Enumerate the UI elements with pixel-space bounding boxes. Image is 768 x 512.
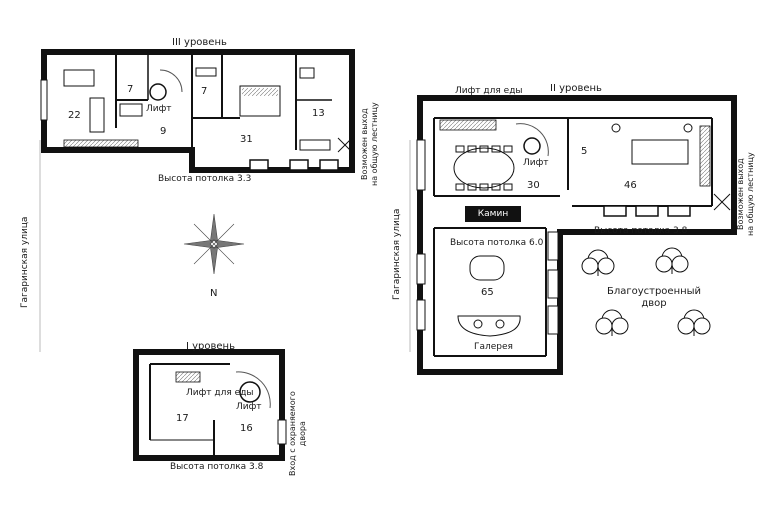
level3-ceiling-height: Высота потолка 3.3 bbox=[158, 174, 252, 184]
gallery-label: Галерея bbox=[474, 342, 513, 352]
room-area-7b: 7 bbox=[201, 86, 208, 97]
courtyard-label: Благоустроенный двор bbox=[606, 286, 702, 309]
level3-exit-note: Возможен выход на общую лестницу bbox=[360, 102, 379, 186]
room-area-17: 17 bbox=[176, 413, 189, 424]
level2-lift-label: Лифт bbox=[523, 158, 549, 168]
level2-exit-note: Возможен выход на общую лестницу bbox=[736, 152, 755, 236]
level2-title: II уровень bbox=[550, 83, 602, 94]
street-name-left: Гагаринская улица bbox=[20, 216, 30, 308]
room-area-16: 16 bbox=[240, 423, 253, 434]
fireplace-label: Камин bbox=[465, 206, 521, 222]
level1-food-lift-label: Лифт для еды bbox=[186, 388, 254, 398]
level3-title: III уровень bbox=[172, 37, 227, 48]
level1-lift-label: Лифт bbox=[236, 402, 262, 412]
level3-lift-label: Лифт bbox=[146, 104, 172, 114]
courtyard-trees bbox=[581, 247, 711, 336]
level2-ceiling-side: Высота потолка 3.8 bbox=[594, 226, 688, 236]
room-area-31: 31 bbox=[240, 134, 253, 145]
room-area-9: 9 bbox=[160, 126, 167, 137]
level3-plan bbox=[40, 49, 355, 173]
room-area-13: 13 bbox=[312, 108, 325, 119]
level2-food-lift-label: Лифт для еды bbox=[455, 86, 523, 96]
level2-plan bbox=[416, 95, 737, 375]
level1-entrance-note: Вход с охраняемого двора bbox=[288, 391, 307, 476]
level2-ceiling-main: Высота потолка 6.0 bbox=[450, 238, 544, 248]
room-area-46: 46 bbox=[624, 180, 637, 191]
level1-plan bbox=[133, 349, 287, 461]
room-area-22: 22 bbox=[68, 110, 81, 121]
street-name-mid: Гагаринская улица bbox=[392, 208, 402, 300]
room-area-7a: 7 bbox=[127, 84, 134, 95]
north-arrow bbox=[183, 213, 245, 275]
room-area-5: 5 bbox=[581, 146, 588, 157]
room-area-65: 65 bbox=[481, 287, 494, 298]
north-label: N bbox=[210, 288, 218, 299]
level1-ceiling-height: Высота потолка 3.8 bbox=[170, 462, 264, 472]
level1-title: I уровень bbox=[186, 341, 235, 352]
room-area-30: 30 bbox=[527, 180, 540, 191]
